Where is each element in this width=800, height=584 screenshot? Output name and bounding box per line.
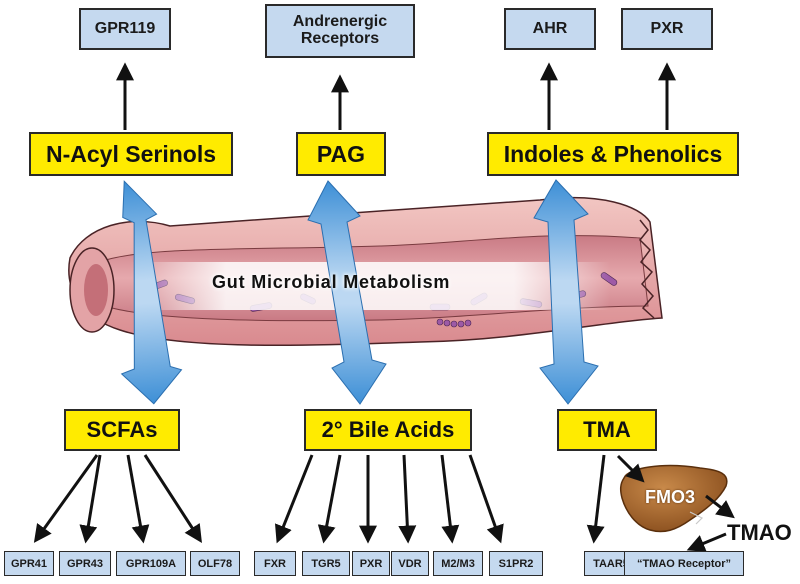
receptor-fxr-label: FXR — [264, 557, 286, 570]
arrow-to-fxr — [274, 454, 314, 544]
receptor-olf78: OLF78 — [190, 551, 240, 576]
bacterium — [450, 320, 458, 328]
receptor-tgr5: TGR5 — [302, 551, 350, 576]
receptor-s1pr2: S1PR2 — [489, 551, 543, 576]
receptor-gpr119-label: GPR119 — [94, 19, 156, 37]
receptor-taar5-label: TAAR5 — [593, 557, 629, 570]
receptor-adrenergic-label: Andrenergic Receptors — [292, 13, 388, 47]
tmao-product-label: TMAO — [727, 520, 792, 545]
metabolite-bile-acids-label: 2° Bile Acids — [321, 417, 455, 442]
arrow-to-s1pr2 — [468, 454, 504, 544]
arrow-to-m2m3 — [440, 454, 460, 544]
gut-microbial-metabolism-label: Gut Microbial Metabolism — [212, 272, 451, 292]
arrow-to-gpr109a — [126, 454, 150, 544]
receptor-gpr41-label: GPR41 — [10, 557, 48, 570]
arrow-tmao-to-receptor — [686, 532, 727, 552]
receptor-adrenergic: Andrenergic Receptors — [265, 4, 415, 58]
arrow-to-olf78 — [143, 454, 202, 544]
metabolite-scfas: SCFAs — [64, 409, 180, 451]
bidirectional-arrows — [120, 179, 599, 405]
receptor-tmao: “TMAO Receptor” — [624, 551, 744, 576]
arrow-to-gpr41 — [33, 454, 99, 543]
arrow-to-vdr — [398, 454, 417, 544]
receptor-gpr43-label: GPR43 — [66, 557, 104, 570]
metabolite-indoles-phenolics: Indoles & Phenolics — [487, 132, 739, 176]
receptor-pxr-bottom: PXR — [352, 551, 390, 576]
bacterium — [436, 318, 444, 326]
receptor-s1pr2-label: S1PR2 — [498, 557, 534, 570]
liver-vessel — [689, 511, 704, 525]
receptor-ahr: AHR — [504, 8, 596, 50]
bacterium — [464, 319, 472, 327]
fmo3-enzyme-label: FMO3 — [645, 487, 696, 507]
receptor-vdr: VDR — [391, 551, 429, 576]
receptor-gpr41: GPR41 — [4, 551, 54, 576]
receptor-gpr109a: GPR109A — [116, 551, 186, 576]
arrow-to-taar5 — [586, 454, 606, 544]
receptor-olf78-label: OLF78 — [197, 557, 233, 570]
metabolite-pag-label: PAG — [316, 140, 366, 167]
metabolite-n-acyl-serinols-label: N-Acyl Serinols — [46, 140, 216, 167]
metabolite-indoles-phenolics-label: Indoles & Phenolics — [503, 140, 723, 167]
arrow-fmo3-to-tmao — [705, 494, 735, 519]
arrow-indoles-tma — [533, 179, 599, 405]
receptor-m2m3: M2/M3 — [433, 551, 483, 576]
gut-jagged-end — [638, 219, 655, 319]
metabolite-bile-acids: 2° Bile Acids — [304, 409, 472, 451]
arrow-scfa-serinols — [120, 180, 183, 405]
arrow-to-gpr43 — [79, 454, 102, 544]
receptor-pxr-top-label: PXR — [650, 19, 684, 37]
receptor-gpr43: GPR43 — [59, 551, 111, 576]
bottom-arrows — [33, 454, 606, 544]
liver-group — [619, 464, 728, 533]
bacterium — [443, 319, 451, 327]
metabolite-tma: TMA — [557, 409, 657, 451]
liver-icon — [619, 464, 728, 533]
metabolite-scfas-label: SCFAs — [86, 417, 158, 442]
receptor-tmao-label: “TMAO Receptor” — [636, 557, 732, 570]
receptor-fxr: FXR — [254, 551, 296, 576]
metabolite-n-acyl-serinols: N-Acyl Serinols — [29, 132, 233, 176]
top-arrows — [116, 62, 676, 130]
receptor-ahr-label: AHR — [532, 19, 568, 37]
arrow-to-tgr5 — [317, 454, 342, 544]
receptor-tgr5-label: TGR5 — [311, 557, 341, 570]
label-glow-band — [130, 262, 610, 310]
metabolite-tma-label: TMA — [583, 417, 631, 442]
arrow-tma-to-fmo3 — [616, 454, 645, 483]
metabolite-pag: PAG — [296, 132, 386, 176]
receptor-pxr-top: PXR — [621, 8, 713, 50]
bacterium — [457, 320, 465, 328]
receptor-vdr-label: VDR — [398, 557, 422, 570]
gut-opening-inner — [84, 264, 108, 316]
arrow-pag-bileacids — [307, 180, 387, 405]
receptor-m2m3-label: M2/M3 — [441, 557, 475, 570]
receptor-gpr119: GPR119 — [79, 8, 171, 50]
liver-arrows — [616, 454, 735, 552]
receptor-gpr109a-label: GPR109A — [125, 557, 177, 570]
receptor-pxr-bottom-label: PXR — [359, 557, 383, 570]
